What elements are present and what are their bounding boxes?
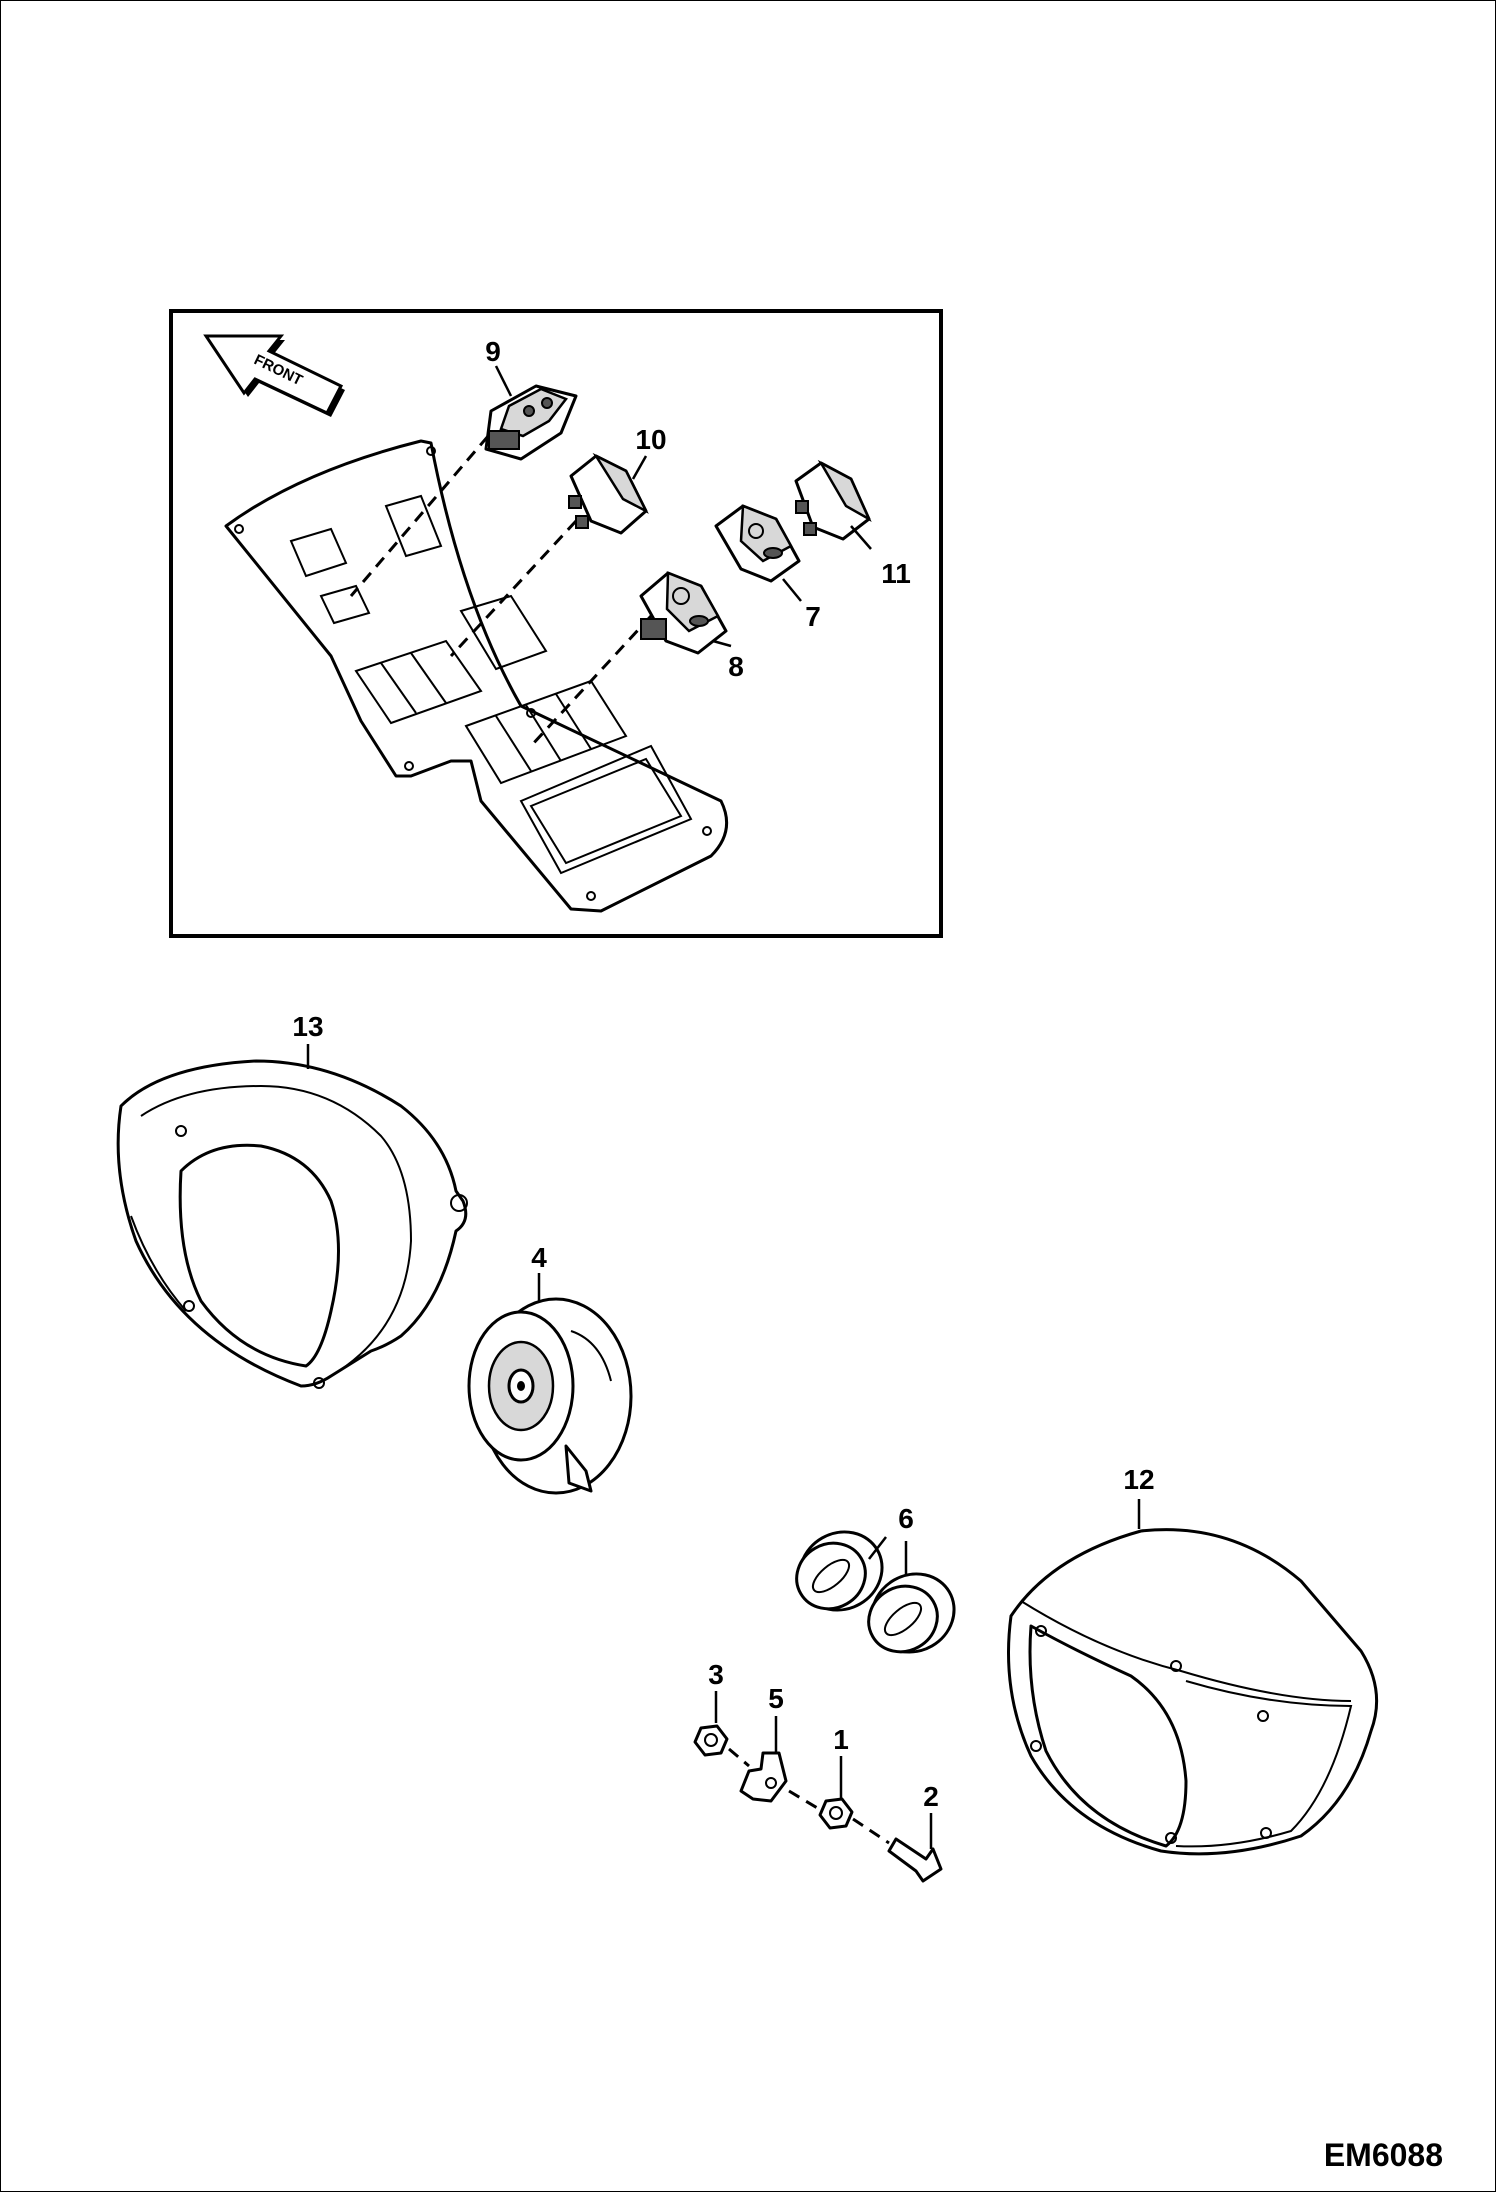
nut-part-3: [693, 1724, 729, 1757]
switch-panel-plate: [224, 439, 729, 913]
head-lamp-part-12: [1007, 1528, 1379, 1856]
washer-part-1: [818, 1797, 854, 1830]
hardware-line-c: [852, 1817, 890, 1845]
horn-part-4: [467, 1297, 633, 1495]
callout-8: 8: [728, 651, 744, 682]
switch-part-7: [714, 504, 801, 583]
switch-part-10: [568, 452, 649, 535]
callout-6: 6: [898, 1503, 914, 1534]
bracket-part-5: [739, 1751, 788, 1803]
callout-1: 1: [833, 1724, 849, 1755]
front-arrow-icon: FRONT: [203, 334, 345, 417]
grommet-part-6-a: [795, 1530, 884, 1612]
callout-12: 12: [1123, 1464, 1154, 1495]
callout-11: 11: [881, 558, 911, 589]
leader-8: [712, 639, 732, 648]
callout-4: 4: [531, 1242, 547, 1273]
callout-2: 2: [923, 1781, 939, 1812]
switch-part-8: [639, 571, 728, 655]
bolt-part-2: [887, 1837, 943, 1883]
assembly-lines: [349, 420, 653, 748]
callout-13: 13: [292, 1011, 323, 1042]
drawing-code: EM6088: [1324, 2137, 1443, 2173]
leader-9: [494, 365, 513, 397]
switch-panel-inset: FRONT: [169, 309, 943, 938]
callout-3: 3: [708, 1659, 724, 1690]
grommet-part-6-b: [867, 1572, 956, 1654]
hardware-line-b: [788, 1789, 820, 1811]
leader-10: [631, 455, 648, 480]
head-lamp-part-13: [116, 1059, 468, 1389]
callout-9: 9: [485, 336, 501, 367]
leader-7: [782, 578, 802, 602]
callout-10: 10: [635, 424, 666, 455]
switch-part-11: [794, 459, 872, 541]
hardware-line-a: [728, 1747, 750, 1768]
leader-6-a: [868, 1536, 887, 1560]
leader-11: [850, 525, 872, 550]
switch-part-9: [484, 384, 578, 461]
callout-5: 5: [768, 1683, 784, 1714]
callout-7: 7: [805, 601, 821, 632]
